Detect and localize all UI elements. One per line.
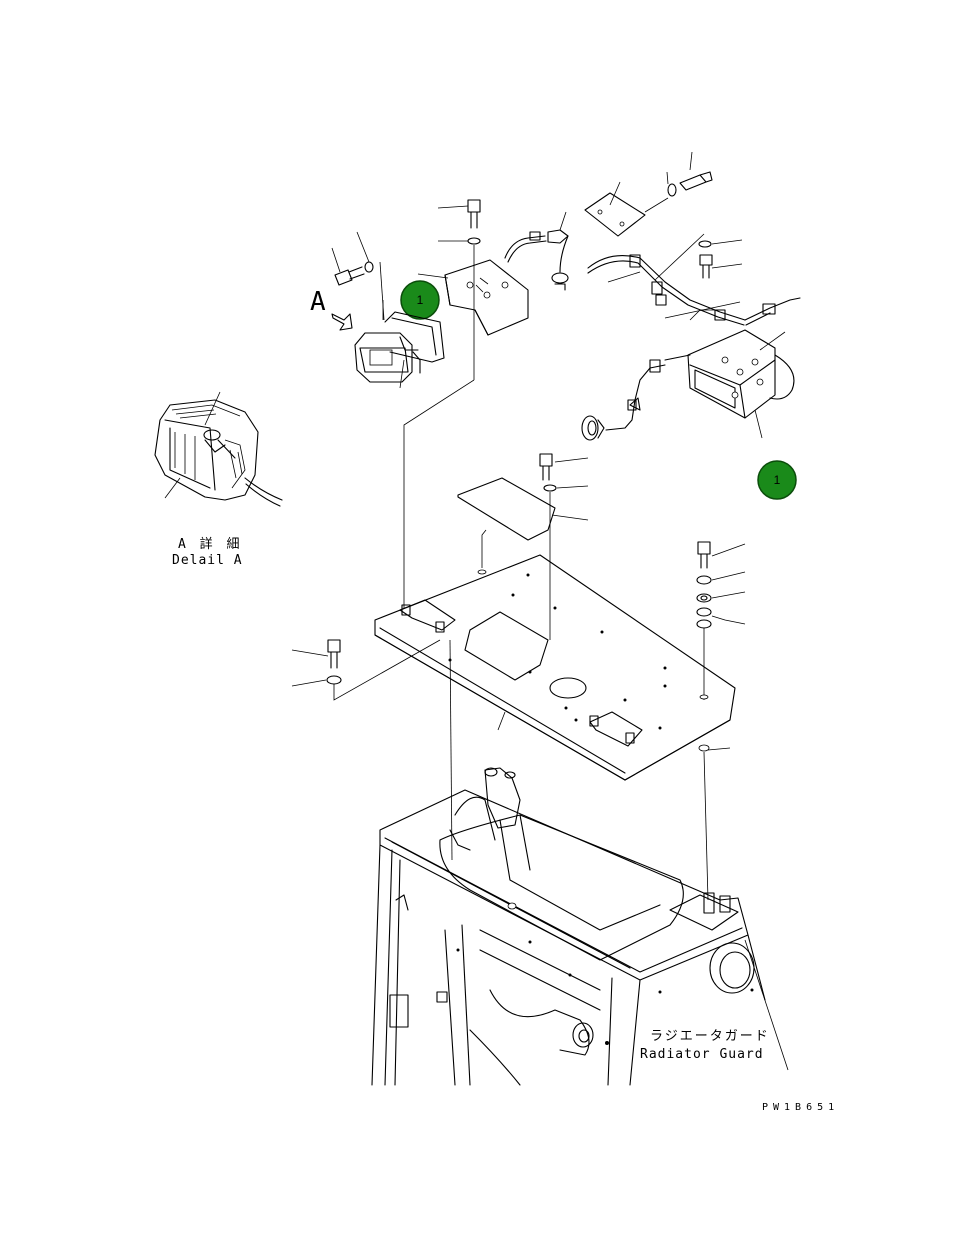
cover-plate-top	[584, 151, 713, 237]
bolt-right-upper	[698, 239, 743, 279]
frame-structure	[371, 767, 789, 1086]
bolt-lower-left	[291, 639, 441, 701]
horn	[581, 359, 666, 441]
work-lamp-assembly	[331, 300, 445, 389]
badge-1-text: 1	[417, 293, 424, 307]
work-lamp-right	[664, 329, 795, 439]
detail-label-en: Delail A	[172, 553, 243, 568]
reference-badge-1[interactable]: 1	[400, 280, 440, 320]
bolt-lamp	[331, 231, 385, 321]
badge-circle	[757, 460, 797, 500]
radiator-label-en: Radiator Guard	[640, 1047, 764, 1062]
hardware-stack-right	[696, 541, 746, 700]
lamp-bracket	[417, 259, 529, 336]
detail-a-lamp	[154, 391, 283, 507]
wire-harness	[504, 211, 801, 326]
badge-2-text: 1	[774, 473, 781, 487]
badge-circle	[400, 280, 440, 320]
detail-label-jp: A 詳 細	[178, 536, 242, 552]
bolt-top	[437, 199, 481, 380]
radiator-label-jp: ラジエータガード	[650, 1029, 770, 1044]
floor-plate	[374, 379, 736, 901]
cover-plate-middle	[457, 453, 589, 640]
view-letter-a: A	[310, 287, 326, 317]
drawing-number: PW1B651	[762, 1102, 839, 1113]
reference-badge-2[interactable]: 1	[757, 460, 797, 500]
